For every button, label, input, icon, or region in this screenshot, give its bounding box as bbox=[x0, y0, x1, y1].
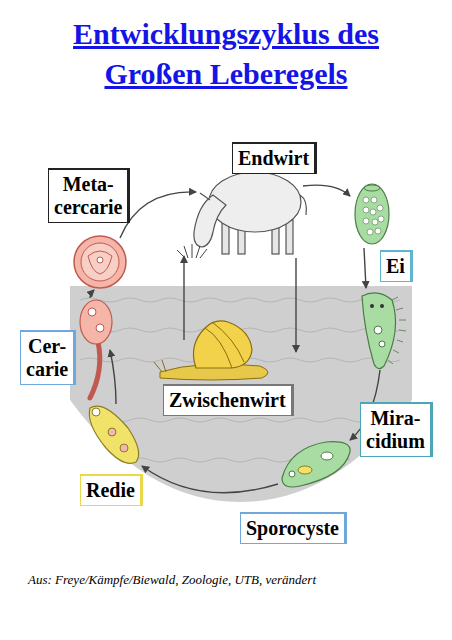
label-text: Endwirt bbox=[238, 147, 309, 170]
cercaria bbox=[80, 300, 112, 398]
metacercaria bbox=[74, 236, 126, 288]
label-text: Mira- cidium bbox=[366, 407, 425, 453]
miracidium bbox=[362, 293, 406, 369]
cycle-arrows bbox=[90, 185, 380, 493]
label-text: Meta- cercarie bbox=[54, 173, 122, 219]
label-text: Zwischenwirt bbox=[169, 389, 286, 412]
host-label: Endwirt bbox=[232, 142, 317, 174]
host-label: Zwischenwirt bbox=[163, 384, 294, 416]
sporocyst bbox=[282, 442, 350, 487]
label-text: Redie bbox=[86, 479, 135, 502]
water-area bbox=[70, 286, 412, 502]
egg bbox=[355, 184, 389, 244]
title-box: Entwicklungszyklus des Großen Leberegels bbox=[0, 14, 452, 94]
stage-label: Meta- cercarie bbox=[48, 168, 130, 223]
stage-label: Mira- cidium bbox=[360, 402, 433, 457]
redia bbox=[89, 406, 138, 463]
label-text: Cer- carie bbox=[26, 335, 68, 381]
stage-label: Cer- carie bbox=[20, 330, 76, 385]
snail bbox=[154, 321, 268, 380]
label-text: Ei bbox=[386, 255, 405, 278]
stage-label: Redie bbox=[80, 474, 143, 506]
grass bbox=[177, 244, 207, 258]
sheep bbox=[194, 172, 307, 254]
stage-label: Ei bbox=[380, 250, 413, 282]
diagram-title: Entwicklungszyklus des Großen Leberegels bbox=[56, 14, 396, 94]
label-text: Sporocyste bbox=[246, 517, 339, 540]
stage-label: Sporocyste bbox=[240, 512, 347, 544]
caption-text: Aus: Freye/Kämpfe/Biewald, Zoologie, UTB… bbox=[28, 572, 316, 588]
